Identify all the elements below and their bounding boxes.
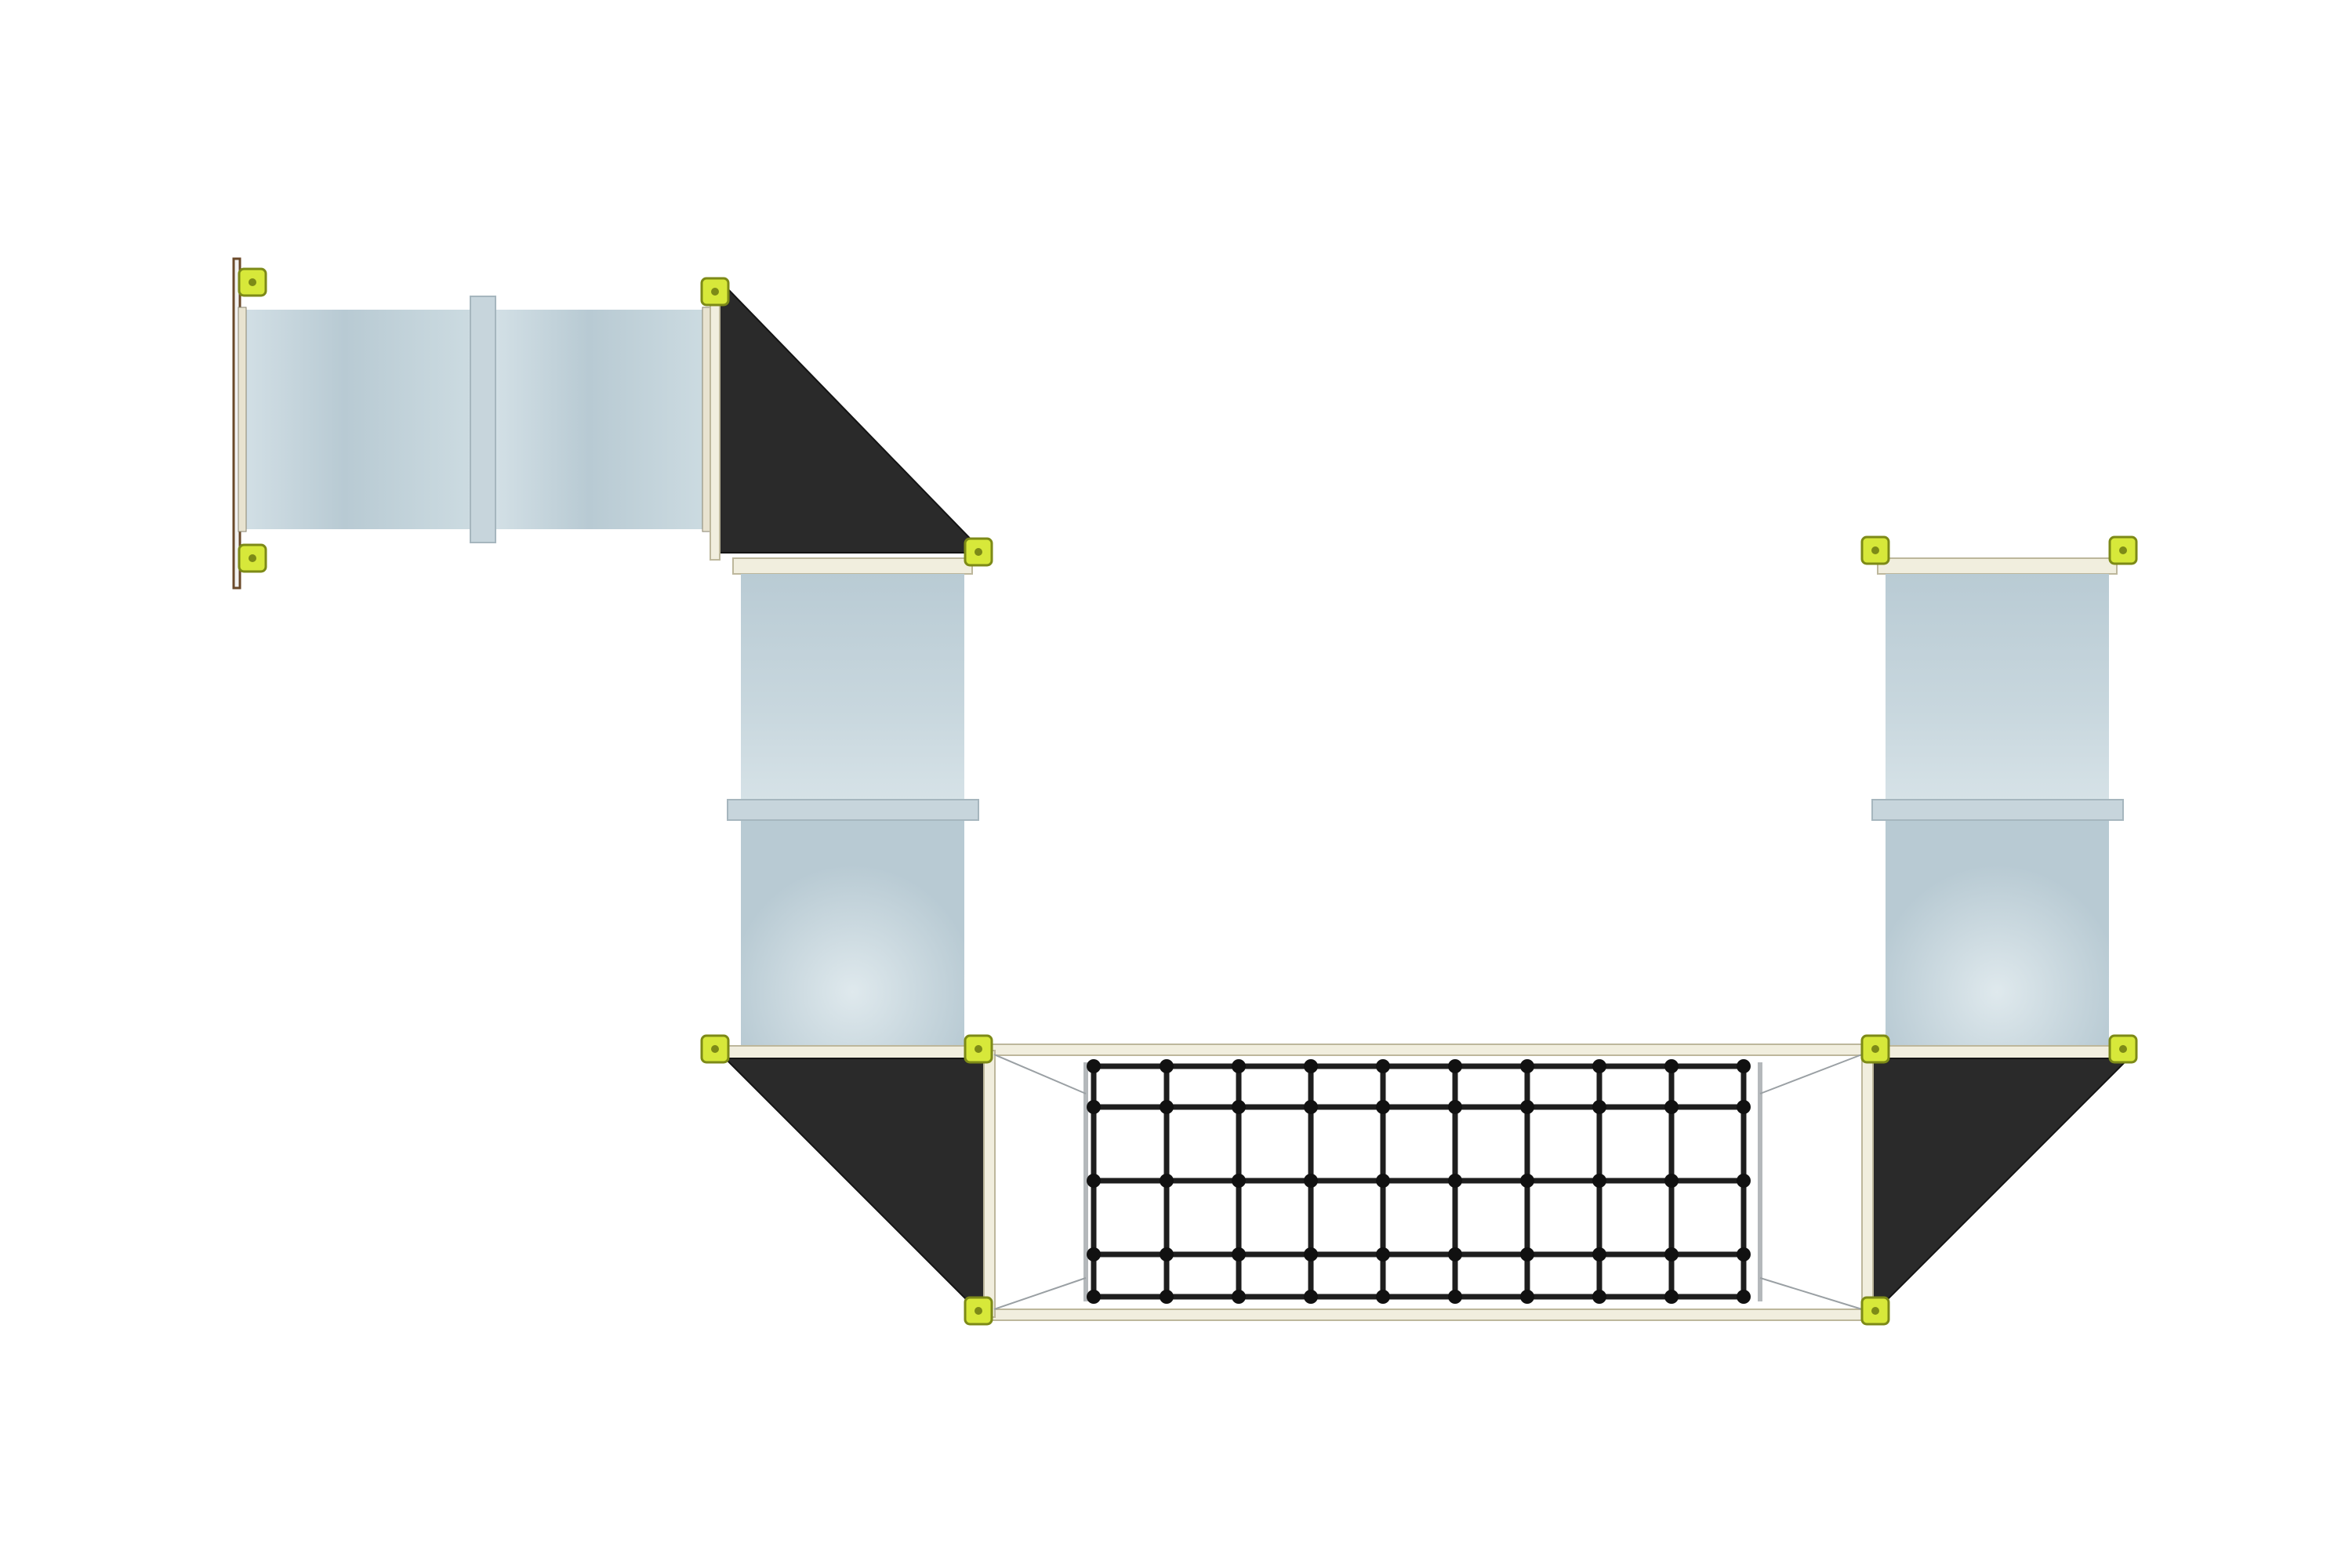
clamp-bolt-icon (1871, 546, 1879, 554)
bridge-rail-top (991, 1044, 1871, 1056)
rope-knot-icon (1592, 1100, 1606, 1114)
rope-knot-icon (1087, 1247, 1101, 1261)
rope-knot-icon (1448, 1059, 1462, 1073)
rope-knot-icon (1737, 1290, 1751, 1304)
rope-knot-icon (1592, 1059, 1606, 1073)
tunnel-vertical-left[interactable] (727, 557, 979, 1050)
bridge-post-right (1861, 1050, 1874, 1318)
rope-knot-icon (1160, 1100, 1174, 1114)
corner-platform-bottom-right[interactable] (1869, 1045, 2131, 1319)
connectors (238, 267, 2138, 1326)
clamp-bolt-icon (975, 548, 982, 556)
rope-knot-icon (1232, 1290, 1246, 1304)
rope-knot-icon (1448, 1174, 1462, 1188)
clamp-bolt-icon (2119, 1045, 2127, 1053)
rope-knot-icon (1448, 1290, 1462, 1304)
net-bridge[interactable] (983, 1044, 1874, 1321)
corner-platform-bottom-left[interactable] (723, 1045, 985, 1319)
rope-knot-icon (1160, 1290, 1174, 1304)
rope-knot-icon (1376, 1059, 1390, 1073)
tunnel-vertical-right[interactable] (1871, 557, 2124, 1050)
clamp-bolt-icon (2119, 546, 2127, 554)
rope-knot-icon (1737, 1059, 1751, 1073)
clamp-bolt-icon (249, 554, 256, 562)
bridge-rail-bottom (991, 1308, 1871, 1321)
rope-knot-icon (1448, 1100, 1462, 1114)
rope-knot-icon (1737, 1100, 1751, 1114)
tunnel-collar (470, 296, 496, 543)
rope-knot-icon (1304, 1290, 1318, 1304)
rope-knot-icon (1087, 1059, 1101, 1073)
corner-platform-top[interactable] (710, 283, 986, 561)
rope-knot-icon (1520, 1247, 1534, 1261)
rope-knot-icon (1232, 1100, 1246, 1114)
tunnel-collar (1871, 799, 2124, 821)
clamp-bolt-icon (1871, 1045, 1879, 1053)
rope-knot-icon (1304, 1100, 1318, 1114)
rope-knot-icon (1087, 1174, 1101, 1188)
tunnel-flange-left (238, 307, 247, 532)
rope-knot-icon (1232, 1174, 1246, 1188)
rope-knot-icon (1520, 1290, 1534, 1304)
bridge-post-left (983, 1050, 996, 1318)
clamp-bolt-icon (1871, 1307, 1879, 1315)
tension-cables (993, 1054, 1863, 1310)
rope-knot-icon (1520, 1059, 1534, 1073)
rope-knot-icon (1737, 1247, 1751, 1261)
rope-knot-icon (1376, 1247, 1390, 1261)
clamp-bolt-icon (975, 1307, 982, 1315)
rope-knot-icon (1664, 1059, 1679, 1073)
rope-knot-icon (1087, 1100, 1101, 1114)
rope-knot-icon (1160, 1174, 1174, 1188)
rope-knot-icon (1376, 1100, 1390, 1114)
rope-knot-icon (1232, 1059, 1246, 1073)
rope-knot-icon (1592, 1174, 1606, 1188)
tunnel-horizontal-top[interactable] (238, 296, 713, 543)
rope-knot-icon (1160, 1059, 1174, 1073)
clamp-bolt-icon (975, 1045, 982, 1053)
steel-frame (1083, 1062, 1762, 1301)
rope-knot-icon (1376, 1174, 1390, 1188)
rope-knot-icon (1592, 1290, 1606, 1304)
rope-knot-icon (1520, 1100, 1534, 1114)
rope-knot-icon (1160, 1247, 1174, 1261)
rope-knot-icon (1304, 1059, 1318, 1073)
rope-knot-icon (1520, 1174, 1534, 1188)
rope-knot-icon (1664, 1247, 1679, 1261)
rope-knot-icon (1664, 1100, 1679, 1114)
clamp-bolt-icon (711, 288, 719, 296)
clamp-bolt-icon (249, 278, 256, 286)
rope-knot-icon (1232, 1247, 1246, 1261)
rope-knot-icon (1304, 1247, 1318, 1261)
rope-knot-icon (1304, 1174, 1318, 1188)
rope-knot-icon (1664, 1290, 1679, 1304)
tunnel-collar (727, 799, 979, 821)
clamp-bolt-icon (711, 1045, 719, 1053)
rope-net[interactable] (1087, 1059, 1751, 1304)
rope-knot-icon (1376, 1290, 1390, 1304)
rope-knot-icon (1087, 1290, 1101, 1304)
rope-knot-icon (1592, 1247, 1606, 1261)
rope-knot-icon (1664, 1174, 1679, 1188)
rope-knot-icon (1448, 1247, 1462, 1261)
rope-knot-icon (1737, 1174, 1751, 1188)
